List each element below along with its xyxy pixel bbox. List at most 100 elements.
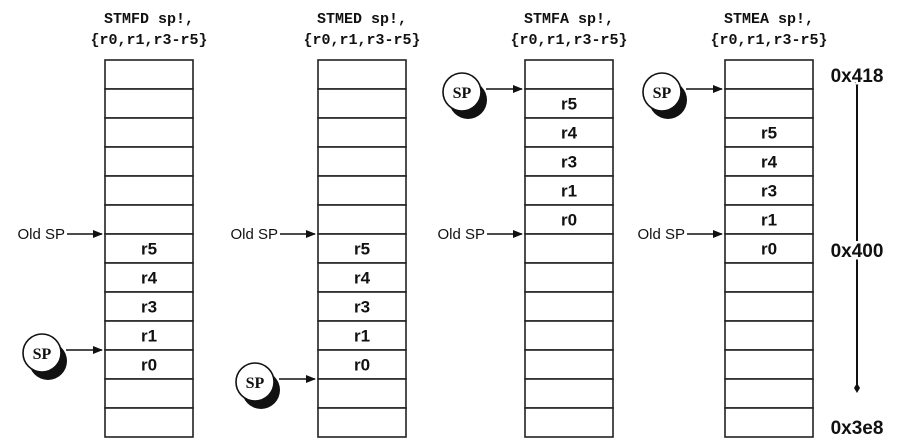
- stack-cell: [317, 262, 407, 293]
- stack-cell: [524, 291, 614, 322]
- stack-cell: [724, 378, 814, 409]
- stack-cell: [524, 262, 614, 293]
- stack-cell: [724, 233, 814, 264]
- stack-cell: [317, 349, 407, 380]
- sp-label: SP: [246, 375, 265, 392]
- stack-cell: [524, 175, 614, 206]
- stack-cell: [724, 117, 814, 148]
- stack-title-line2: {r0,r1,r3-r5}: [303, 32, 420, 49]
- stack-title-line2: {r0,r1,r3-r5}: [710, 32, 827, 49]
- stack-cell: [104, 320, 194, 351]
- register-label: r3: [141, 298, 157, 317]
- stack-cell: [524, 146, 614, 177]
- stack-cell: [104, 146, 194, 177]
- sp-circle: [235, 362, 275, 402]
- stack-cell: [724, 262, 814, 293]
- old-sp-label: Old SP: [437, 226, 485, 243]
- register-label: r1: [354, 327, 370, 346]
- stack-cell: [524, 349, 614, 380]
- register-label: r4: [354, 269, 371, 288]
- register-label: r5: [761, 124, 777, 143]
- sp-label: SP: [453, 85, 472, 102]
- stack-cell: [317, 378, 407, 409]
- stack-title-line2: {r0,r1,r3-r5}: [510, 32, 627, 49]
- stack-title-line1: STMFA sp!,: [524, 11, 614, 28]
- stack-cell: [724, 349, 814, 380]
- stack-cell: [724, 320, 814, 351]
- register-label: r1: [761, 211, 777, 230]
- register-label: r4: [561, 124, 578, 143]
- register-label: r4: [761, 153, 778, 172]
- register-label: r0: [561, 211, 577, 230]
- stack-cell: [104, 117, 194, 148]
- stack-cell: [317, 175, 407, 206]
- stack-cell: [104, 59, 194, 90]
- stack-cell: [317, 320, 407, 351]
- register-label: r1: [141, 327, 157, 346]
- sp-pointer: SP: [22, 333, 103, 380]
- stack-cell: [104, 378, 194, 409]
- stack-cell: [104, 175, 194, 206]
- stack-cell: [317, 204, 407, 235]
- register-label: r1: [561, 182, 577, 201]
- stack-cell: [317, 117, 407, 148]
- address-label: 0x418: [831, 66, 884, 87]
- stack-cell: [317, 291, 407, 322]
- stack-cell: [524, 59, 614, 90]
- address-label: 0x400: [831, 241, 884, 262]
- stack-cell: [524, 378, 614, 409]
- stack-2: STMED sp!, {r0,r1,r3-r5} r5 r4 r3 r1 r0 Old SP S…: [230, 11, 421, 438]
- stack-1: STMFD sp!, {r0,r1,r3-r5} r5 r4 r3 r1 r0 Old SP S…: [17, 11, 208, 438]
- sp-label: SP: [33, 346, 52, 363]
- stack-cell: [524, 88, 614, 119]
- stack-cell: [317, 146, 407, 177]
- stack-title-line1: STMFD sp!,: [104, 11, 194, 28]
- stack-4: STMEA sp!, {r0,r1,r3-r5} r5 r4 r3 r1 r0 Old SP S…: [637, 11, 828, 438]
- register-label: r0: [354, 356, 370, 375]
- stack-title-line1: STMEA sp!,: [724, 11, 814, 28]
- address-axis: 0x418 0x400 0x3e8: [828, 64, 886, 442]
- register-label: r5: [561, 95, 577, 114]
- stack-cell: [104, 407, 194, 438]
- register-label: r3: [354, 298, 370, 317]
- stack-cell: [524, 320, 614, 351]
- axis-top-marker: [854, 77, 860, 87]
- stack-cell: [104, 88, 194, 119]
- stack-cell: [524, 407, 614, 438]
- stack-cell: [104, 233, 194, 264]
- register-label: r4: [141, 269, 158, 288]
- stack-cell: [724, 88, 814, 119]
- stack-title-line1: STMED sp!,: [317, 11, 407, 28]
- stack-cell: [317, 407, 407, 438]
- sp-label: SP: [653, 85, 672, 102]
- stack-cell: [524, 233, 614, 264]
- old-sp-label: Old SP: [230, 226, 278, 243]
- address-label: 0x3e8: [831, 418, 884, 439]
- stack-cell: [524, 204, 614, 235]
- stack-cell: [317, 233, 407, 264]
- sp-circle: [442, 72, 482, 112]
- register-label: r3: [561, 153, 577, 172]
- stack-cell: [317, 59, 407, 90]
- stack-cell: [724, 59, 814, 90]
- stack-cell: [104, 204, 194, 235]
- stack-cell: [317, 88, 407, 119]
- register-label: r5: [141, 240, 157, 259]
- axis-bottom-marker: [854, 383, 860, 393]
- old-sp-label: Old SP: [17, 226, 65, 243]
- sp-pointer: SP: [442, 72, 523, 119]
- register-label: r5: [354, 240, 370, 259]
- register-label: r3: [761, 182, 777, 201]
- register-label: r0: [141, 356, 157, 375]
- stack-title-line2: {r0,r1,r3-r5}: [90, 32, 207, 49]
- stack-cell: [724, 407, 814, 438]
- sp-pointer: SP: [642, 72, 723, 119]
- stack-cell: [524, 117, 614, 148]
- sp-circle: [642, 72, 682, 112]
- stack-cell: [724, 291, 814, 322]
- old-sp-label: Old SP: [637, 226, 685, 243]
- register-label: r0: [761, 240, 777, 259]
- sp-pointer: SP: [235, 362, 316, 409]
